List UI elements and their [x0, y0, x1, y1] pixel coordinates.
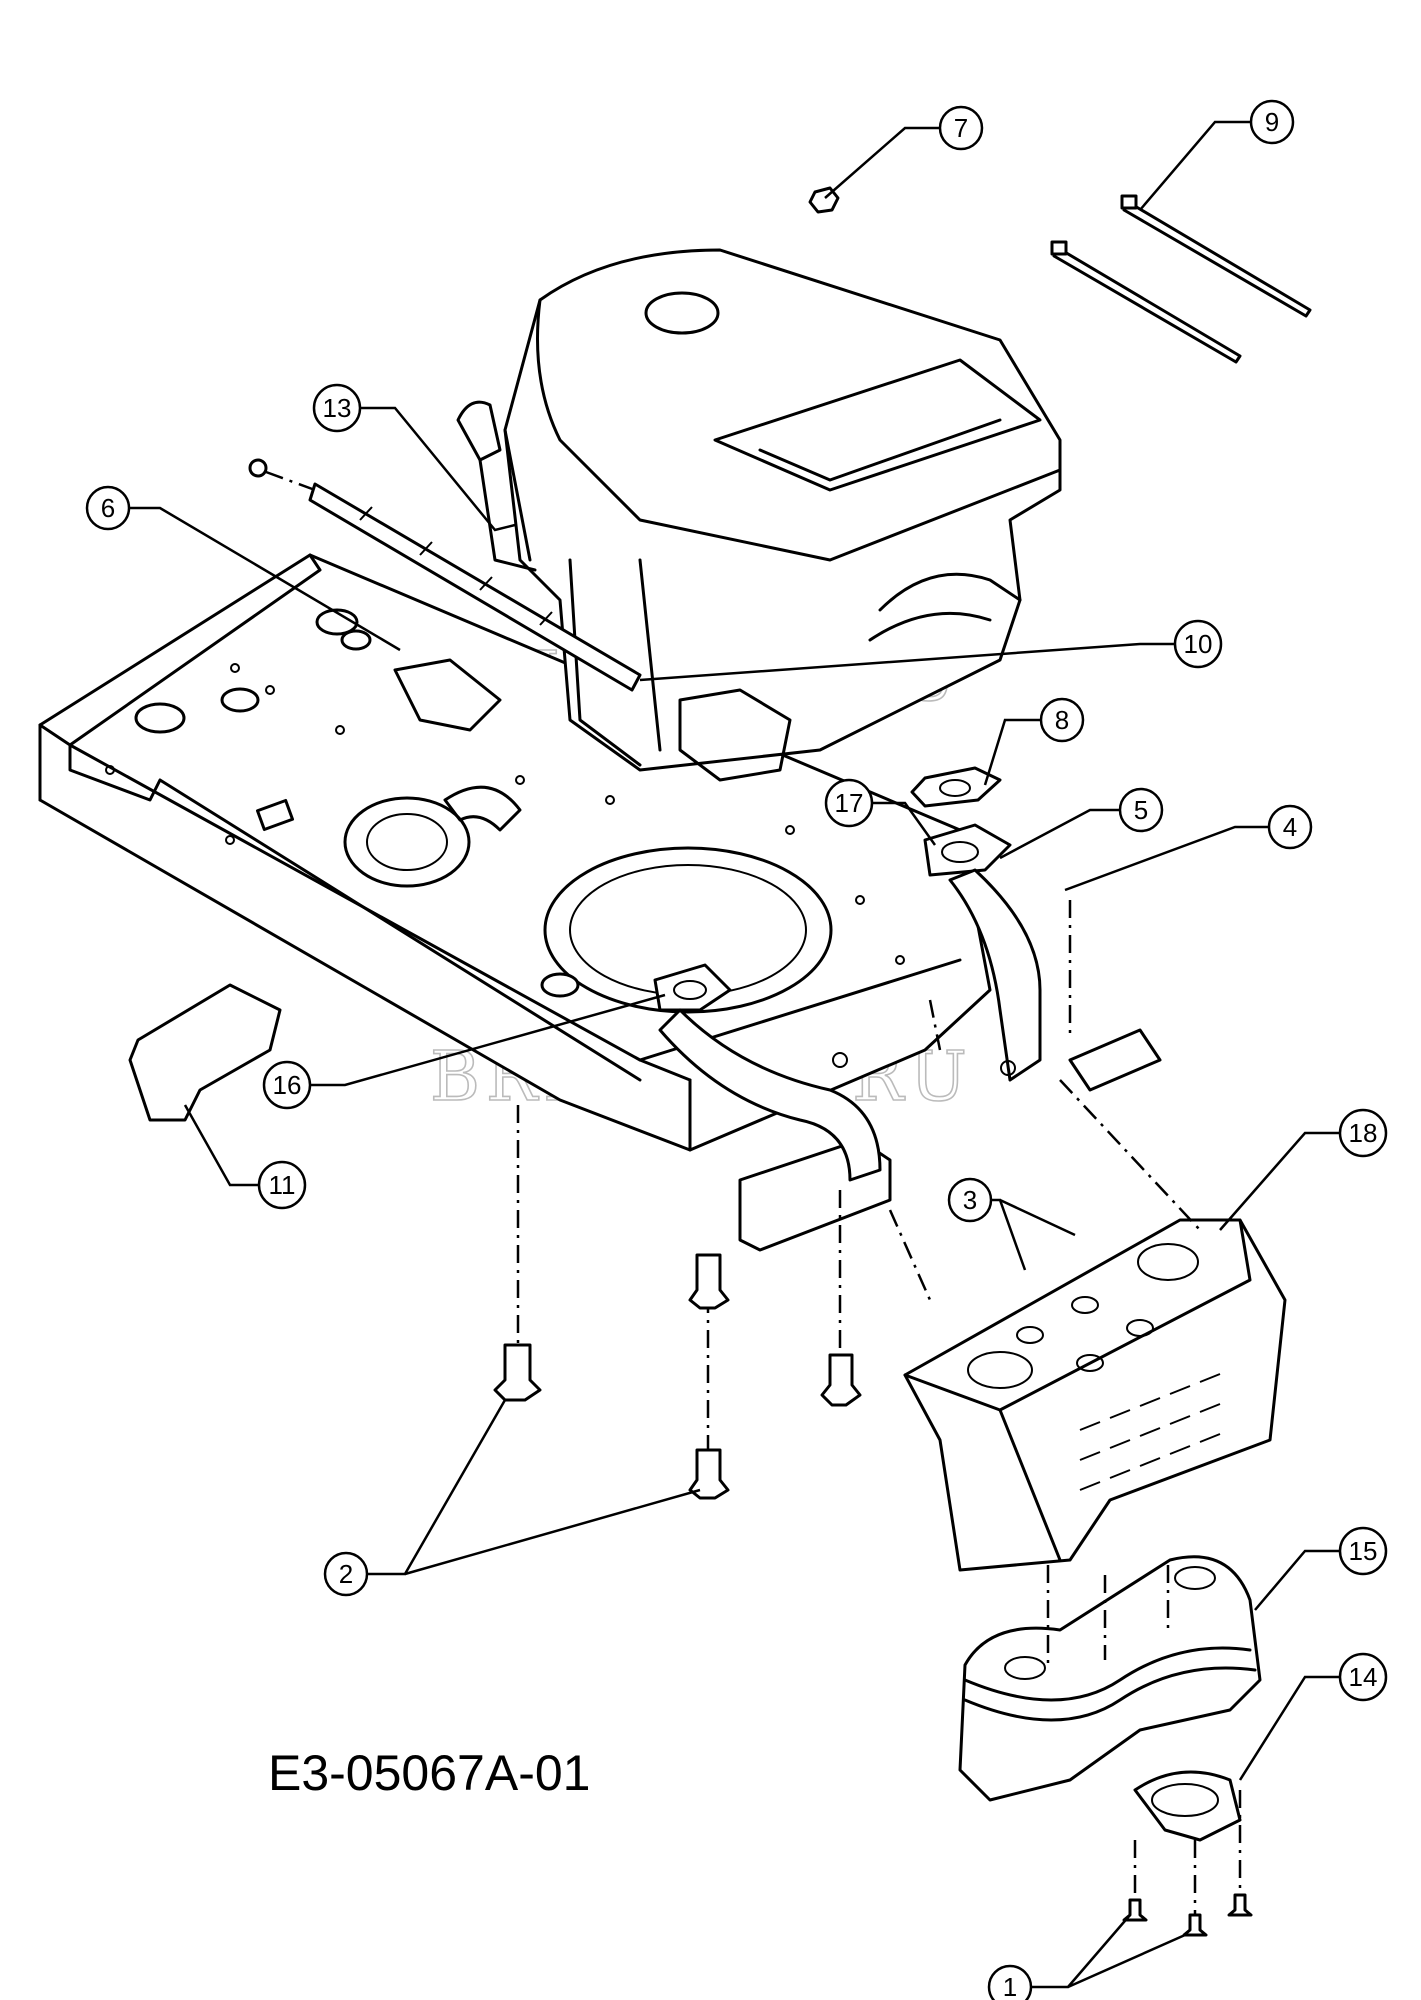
cable-ties	[1050, 194, 1312, 364]
callout-label: 2	[339, 1559, 353, 1589]
callout-label: 1	[1003, 1972, 1017, 2000]
callout-label: 6	[101, 493, 115, 523]
alignment-line-3	[888, 1209, 932, 1301]
callout-7[interactable]: 7	[938, 105, 984, 151]
callout-label: 8	[1055, 705, 1069, 735]
callout-label: 16	[273, 1070, 302, 1100]
leader-lines	[129, 120, 1340, 1989]
callout-16[interactable]: 16	[262, 1060, 312, 1110]
callout-6[interactable]: 6	[85, 485, 131, 531]
callout-14[interactable]: 14	[1338, 1652, 1388, 1702]
callout-18[interactable]: 18	[1338, 1108, 1388, 1158]
callout-label: 11	[269, 1170, 296, 1200]
callout-label: 5	[1134, 795, 1148, 825]
callout-label: 3	[963, 1185, 977, 1215]
callout-1[interactable]: 1	[987, 1964, 1033, 2000]
muffler-15	[958, 1555, 1262, 1802]
callout-label: 14	[1349, 1662, 1378, 1692]
fuel-line	[248, 458, 642, 692]
callout-3[interactable]: 3	[947, 1177, 993, 1223]
callout-15[interactable]: 15	[1338, 1526, 1388, 1576]
callout-17[interactable]: 17	[824, 778, 874, 828]
callout-8[interactable]: 8	[1039, 697, 1085, 743]
bolts-2	[493, 1105, 862, 1500]
heat-shield-11	[128, 983, 282, 1122]
chassis-frame	[38, 553, 1162, 1252]
alignment-line-2	[928, 999, 942, 1051]
callout-label: 15	[1349, 1536, 1378, 1566]
callout-label: 17	[835, 788, 864, 818]
engine	[456, 248, 1062, 782]
alignment-line-1	[1059, 1079, 1201, 1231]
callout-label: 10	[1184, 629, 1213, 659]
drawing-number: E3-05067A-01	[268, 1745, 590, 1801]
callout-label: 13	[323, 393, 352, 423]
gasket-8	[910, 766, 1002, 808]
callout-4[interactable]: 4	[1267, 804, 1313, 850]
callout-5[interactable]: 5	[1118, 787, 1164, 833]
callout-label: 9	[1265, 107, 1279, 137]
muffler-cover-18	[903, 1218, 1287, 1572]
callout-label: 7	[954, 113, 968, 143]
spark-arrestor-14	[1122, 1770, 1253, 1937]
callout-9[interactable]: 9	[1249, 99, 1295, 145]
callout-11[interactable]: 11	[257, 1160, 307, 1210]
exhaust-pipes	[653, 823, 1042, 1182]
callout-label: 4	[1283, 812, 1297, 842]
callout-label: 18	[1349, 1118, 1378, 1148]
callout-10[interactable]: 10	[1173, 619, 1223, 669]
callout-13[interactable]: 13	[312, 383, 362, 433]
callout-2[interactable]: 2	[323, 1551, 369, 1597]
